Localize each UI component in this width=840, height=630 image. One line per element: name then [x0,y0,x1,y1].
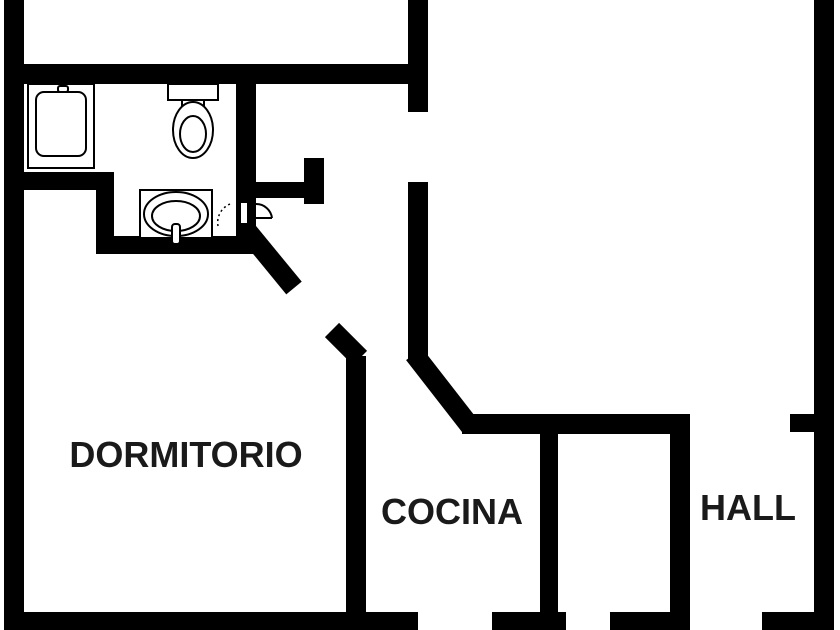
toilet-icon [167,83,219,159]
room-label-dormitorio: DORMITORIO [69,434,302,475]
wall-hall-left [670,414,690,612]
walls [4,0,834,630]
wall-bath-step-horizontal [24,172,114,190]
wall-vertical-middle [408,182,428,360]
wall-diagonal-dorm [324,322,368,366]
bathtub-inner [35,91,87,157]
wall-hall-stub [790,414,818,432]
wall-cocina-right [540,424,558,612]
wall-left-outer [4,0,24,630]
wall-diagonal-hall [406,347,478,433]
wall-bath-step-vertical [96,172,114,254]
toilet-tank [167,83,219,101]
wall-bottom-4 [762,612,834,630]
room-label-hall: HALL [700,487,796,528]
wall-bath-right [236,84,256,250]
wall-top-horizontal [4,64,428,84]
wall-bottom-3 [610,612,690,630]
bathtub-icon [27,83,95,169]
door-arc-2 [255,202,273,219]
door-arc [216,203,231,227]
wall-diagonal-bath [240,225,302,295]
wall-right-outer [814,0,834,630]
door-swing-icon [216,201,273,227]
wall-dorm-cocina [346,356,366,612]
sink-faucet [171,223,181,245]
wall-vertical-upper [408,0,428,112]
room-label-cocina: COCINA [381,491,523,532]
door-leaf [239,201,249,225]
wall-bottom-1 [4,612,418,630]
wall-stub-cap [304,158,324,204]
toilet-bowl-inner [179,115,207,153]
wall-bottom-2 [492,612,566,630]
bathtub-drain [57,85,69,93]
wall-stub [256,182,316,198]
wall-cocina-top [462,414,688,434]
sink-icon [139,189,213,245]
